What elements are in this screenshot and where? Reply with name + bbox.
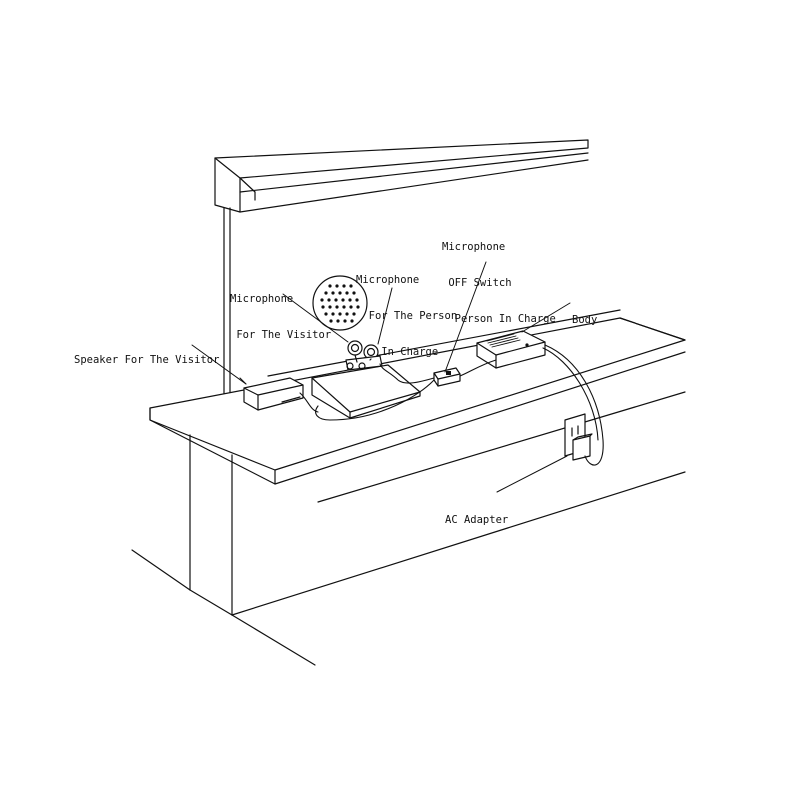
label-line: Microphone bbox=[230, 293, 294, 305]
label-line: For The Visitor bbox=[230, 329, 332, 341]
label-body: Body bbox=[572, 290, 597, 350]
counter-body bbox=[131, 391, 686, 666]
label-mic-off-switch: Microphone OFF Switch Person In Charge bbox=[442, 217, 556, 349]
leader-lines bbox=[191, 261, 571, 493]
label-mic-person: Microphone For The Person In Charge bbox=[356, 250, 457, 382]
ac-adapter-device bbox=[572, 433, 593, 461]
label-line: AC Adapter bbox=[445, 514, 509, 526]
main-body-unit bbox=[476, 330, 546, 369]
label-mic-visitor: Microphone For The Visitor bbox=[230, 269, 331, 365]
label-line: Person In Charge bbox=[442, 313, 556, 325]
label-line: For The Person bbox=[356, 310, 458, 322]
label-line: Body bbox=[572, 314, 598, 326]
glass-partition bbox=[223, 207, 231, 421]
label-ac-adapter: AC Adapter bbox=[445, 490, 508, 550]
speaker-grille bbox=[312, 275, 368, 331]
microphone-unit bbox=[345, 340, 383, 371]
mic-off-switch bbox=[433, 367, 461, 387]
label-line: OFF Switch bbox=[442, 277, 512, 289]
overhead-beam bbox=[214, 139, 589, 213]
cables bbox=[299, 344, 604, 466]
visitor-speaker bbox=[243, 377, 304, 411]
label-line: In Charge bbox=[356, 346, 439, 358]
label-speaker-visitor: Speaker For The Visitor bbox=[74, 330, 219, 390]
label-line: Microphone bbox=[442, 241, 506, 253]
label-line: Microphone bbox=[356, 274, 420, 286]
label-line: Speaker For The Visitor bbox=[74, 354, 220, 366]
